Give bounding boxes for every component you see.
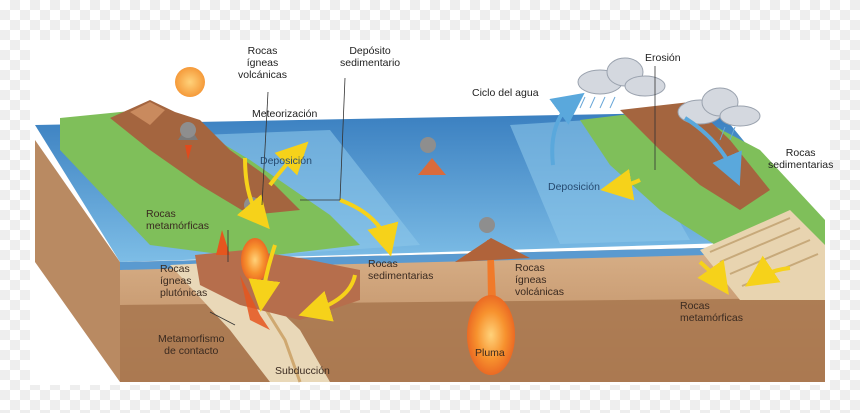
burial-arrow (298, 274, 357, 322)
label-meteorizacion: Meteorización (252, 108, 318, 120)
mantle-plume (467, 295, 515, 375)
leader-line-volcanicas (261, 91, 269, 206)
label-metamorfismo-de-contacto: Metamorfismo de contacto (158, 333, 225, 357)
label-subduccion: Subducción (275, 365, 330, 377)
weathering-arrow (236, 157, 270, 230)
metamorphism-arrow-1 (697, 259, 729, 295)
leader-line-contacto (209, 311, 236, 326)
cloud-icon (577, 57, 666, 97)
melting-arrow (248, 244, 281, 312)
label-pluma: Pluma (475, 347, 505, 359)
left-mountain-peak (130, 102, 165, 125)
block-left-face (35, 140, 120, 382)
volcano-icon (178, 122, 198, 160)
magma-chamber-left (241, 238, 269, 282)
left-mountains (110, 100, 300, 215)
magma-vent-left (216, 230, 230, 255)
cloud-icon-2 (677, 87, 761, 127)
sun-icon (175, 67, 205, 97)
label-rocas-igneas-volcanicas-bottom: Rocas ígneas volcánicas (515, 262, 565, 298)
deposition-arrow-right (600, 168, 641, 201)
label-ciclo-del-agua: Ciclo del agua (472, 87, 539, 99)
leader-line-deposito (339, 77, 346, 201)
deposition-arrow-left (268, 141, 309, 187)
label-erosion: Erosión (645, 52, 681, 64)
label-rocas-igneas-plutonicas: Rocas ígneas plutónicas (160, 263, 208, 299)
right-sedimentary-wedge (700, 210, 825, 300)
label-rocas-metamorficas-right: Rocas metamórficas (680, 300, 744, 324)
metamorphism-arrow-2 (745, 255, 791, 287)
label-deposicion-right: Deposición (548, 181, 600, 193)
label-rocas-sedimentarias-right: Rocas sedimentarias (768, 147, 834, 171)
label-rocas-sedimentarias-center: Rocas sedimentarias (368, 258, 434, 282)
label-rocas-igneas-volcanicas-top: Rocas ígneas volcánicas (238, 45, 288, 81)
label-rocas-metamorficas-left: Rocas metamórficas (146, 208, 210, 232)
central-seamount (455, 238, 530, 262)
sediment-transport-arrow (339, 198, 399, 257)
volcano-icon-seamount (479, 217, 495, 233)
water-cycle-arrow-up (549, 92, 585, 166)
sediment-lines (709, 217, 819, 287)
magma-intrusion (240, 275, 270, 330)
water-cycle-arrow-down (683, 116, 742, 187)
rain-icon (579, 96, 736, 141)
label-deposito-sedimentario: Depósito sedimentario (340, 45, 401, 69)
volcano-icon-ocean (418, 137, 446, 175)
label-deposicion-left: Deposición (260, 155, 312, 167)
shallow-water-right (510, 118, 690, 244)
